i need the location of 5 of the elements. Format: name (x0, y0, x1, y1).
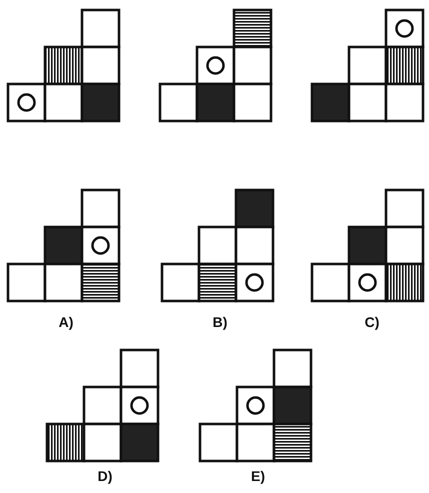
option-label: C) (364, 314, 380, 330)
option-label: B) (212, 314, 228, 330)
option-label: D) (98, 468, 112, 484)
option-label: E) (251, 468, 265, 484)
option-label: A) (58, 314, 74, 330)
